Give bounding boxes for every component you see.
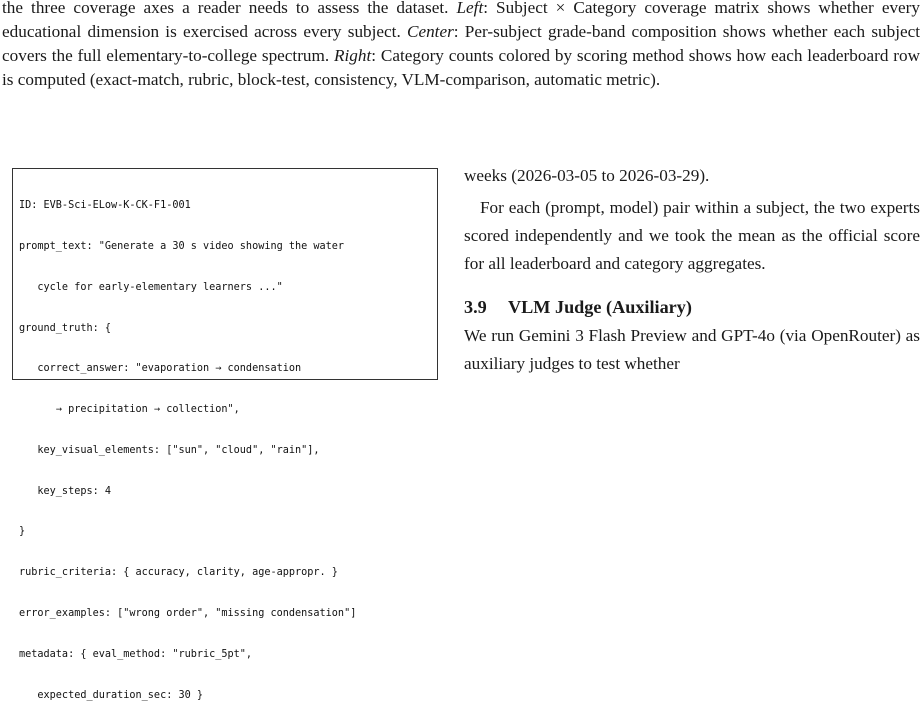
right-column: weeks (2026-03-05 to 2026-03-29). For ea… bbox=[464, 158, 920, 378]
section-heading: 3.9 VLM Judge (Auxiliary) bbox=[464, 292, 920, 322]
caption-part1: the three coverage axes a reader needs t… bbox=[2, 0, 449, 17]
code-line: } bbox=[19, 526, 26, 538]
code-line: prompt_text: "Generate a 30 s video show… bbox=[19, 240, 345, 252]
code-line: → precipitation → collection", bbox=[19, 404, 240, 416]
paragraph-weeks: weeks (2026-03-05 to 2026-03-29). bbox=[464, 166, 710, 185]
example-record-codebox: ID: EVB-Sci-ELow-K-CK-F1-001 prompt_text… bbox=[12, 168, 438, 701]
caption-center-label: Center bbox=[407, 22, 454, 41]
paragraph-vlm-judge: We run Gemini 3 Flash Preview and GPT-4o… bbox=[464, 326, 920, 373]
code-line: metadata: { eval_method: "rubric_5pt", bbox=[19, 648, 253, 660]
caption-part2: : Subject × Category coverage matrix sho… bbox=[2, 0, 920, 41]
section-title: VLM Judge (Auxiliary) bbox=[508, 297, 692, 317]
code-line: ground_truth: { bbox=[19, 322, 112, 334]
caption-left-label: Left bbox=[456, 0, 484, 17]
section-number: 3.9 bbox=[464, 297, 487, 317]
code-line: rubric_criteria: { accuracy, clarity, ag… bbox=[19, 567, 338, 579]
code-line: key_visual_elements: ["sun", "cloud", "r… bbox=[19, 444, 320, 456]
caption-right-label: Right bbox=[334, 46, 372, 65]
paragraph-scoring: For each (prompt, model) pair within a s… bbox=[464, 198, 920, 273]
figure-caption: the three coverage axes a reader needs t… bbox=[2, 0, 920, 92]
caption-part4: : Category counts colored by scoring met… bbox=[2, 46, 920, 89]
code-line: expected_duration_sec: 30 } bbox=[19, 689, 204, 701]
code-line: correct_answer: "evaporation → condensat… bbox=[19, 363, 302, 375]
code-line: error_examples: ["wrong order", "missing… bbox=[19, 608, 357, 619]
code-line: ID: EVB-Sci-ELow-K-CK-F1-001 bbox=[19, 200, 191, 212]
code-line: cycle for early-elementary learners ..." bbox=[19, 281, 283, 293]
code-line: key_steps: 4 bbox=[19, 485, 112, 497]
caption-part3: : Per-subject grade-band composition sho… bbox=[2, 22, 921, 65]
